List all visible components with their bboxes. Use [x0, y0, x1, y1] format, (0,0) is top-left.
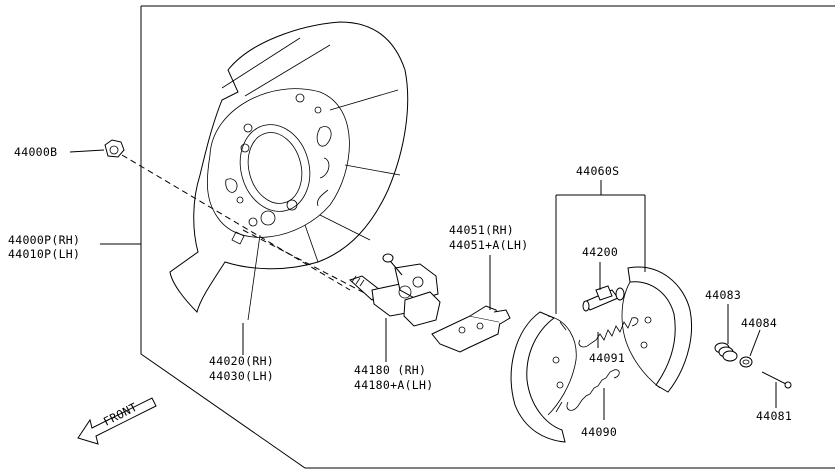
spring-44091 [578, 317, 639, 348]
label-44000p: 44000P(RH) [8, 233, 80, 247]
label-44060s: 44060S [576, 164, 619, 178]
label-44200: 44200 [582, 245, 618, 259]
axis-line-nut [121, 154, 351, 291]
cup-44084 [739, 356, 753, 368]
leader-lines [69, 149, 777, 420]
spring-44090 [566, 369, 620, 411]
label-44081: 44081 [756, 409, 792, 423]
axis-line-bolt [242, 229, 383, 303]
label-44180: 44180 (RH) [354, 363, 426, 377]
lever-44180 [349, 253, 441, 327]
label-44051: 44051(RH) [449, 223, 514, 237]
label-44090: 44090 [581, 425, 617, 439]
label-44083: 44083 [705, 288, 741, 302]
label-44084: 44084 [741, 316, 777, 330]
adjuster-44200 [582, 285, 625, 312]
brake-shoe-left [510, 311, 577, 443]
spring-44083 [714, 342, 738, 362]
pin-44081 [761, 371, 792, 389]
label-44030: 44030(LH) [209, 369, 274, 383]
label-44010p: 44010P(LH) [8, 247, 80, 261]
front-arrow-icon [77, 397, 157, 445]
nut-44000b [104, 139, 125, 158]
brake-shoe-right [621, 266, 693, 393]
label-44051a: 44051+A(LH) [449, 238, 528, 252]
label-44020: 44020(RH) [209, 354, 274, 368]
backing-plate [169, 21, 409, 321]
frame [140, 5, 835, 469]
label-44180a: 44180+A(LH) [354, 378, 433, 392]
label-44000b: 44000B [14, 145, 57, 159]
bracket-44051 [431, 305, 511, 353]
label-44091: 44091 [589, 351, 625, 365]
